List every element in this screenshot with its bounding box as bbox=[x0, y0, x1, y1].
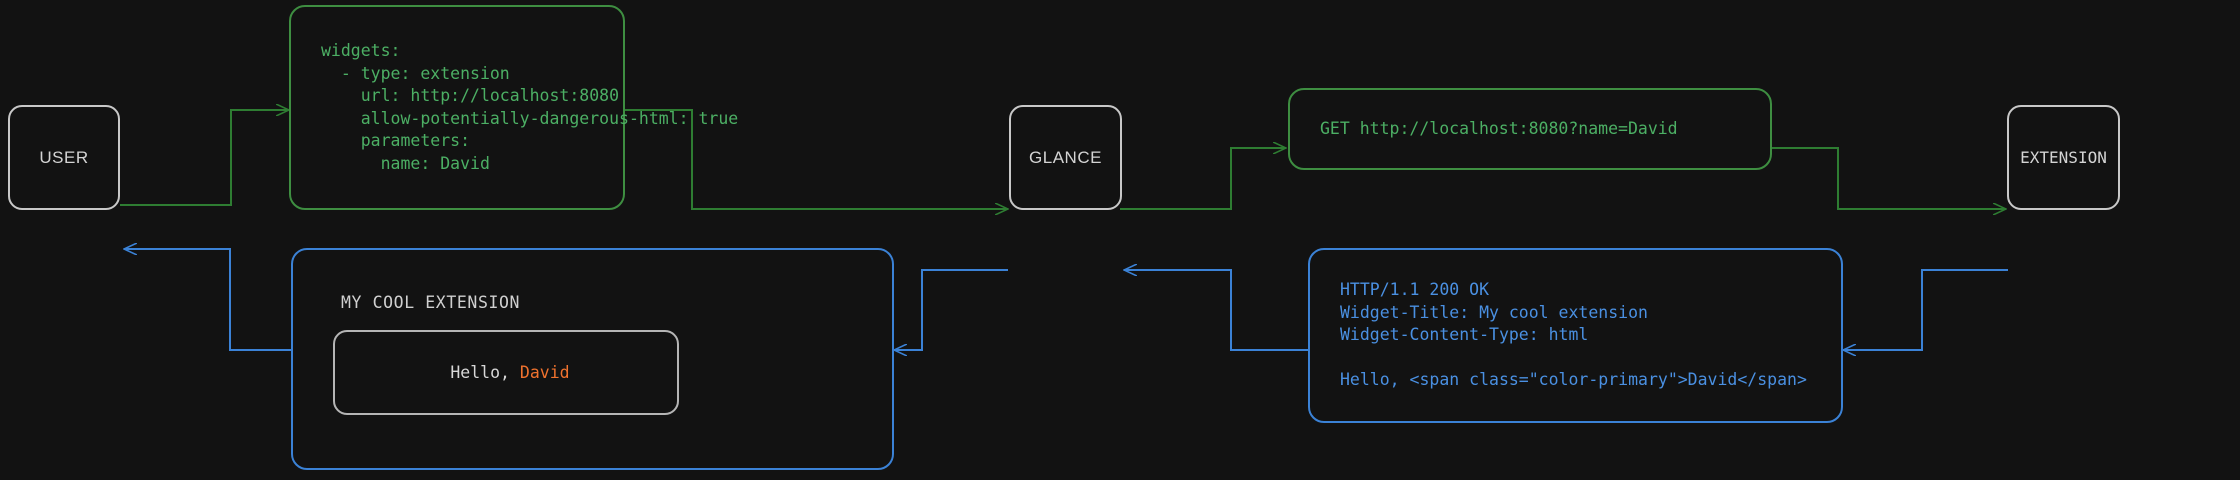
node-glance-label: GLANCE bbox=[1029, 147, 1102, 167]
edge-rendered-widget-to-user bbox=[124, 249, 291, 351]
edge-glance-to-http-request bbox=[1120, 148, 1286, 210]
node-extension-label: EXTENSION bbox=[2020, 148, 2107, 167]
config-yaml-box: widgets: - type: extension url: http://l… bbox=[289, 5, 739, 210]
edge-http-response-to-glance bbox=[1124, 270, 1308, 351]
http-response-box: HTTP/1.1 200 OK Widget-Title: My cool ex… bbox=[1308, 248, 1843, 423]
rendered-widget-card: Hello, David bbox=[333, 330, 679, 415]
greeting-prefix: Hello, bbox=[450, 363, 520, 382]
http-request-text: GET http://localhost:8080?name=David bbox=[1320, 118, 1678, 138]
rendered-widget-title: MY COOL EXTENSION bbox=[341, 293, 521, 312]
greeting-name: David bbox=[519, 363, 570, 382]
rendered-widget-content: MY COOL EXTENSION Hello, David bbox=[293, 250, 892, 468]
edge-user-to-config bbox=[120, 110, 289, 206]
node-extension[interactable]: EXTENSION bbox=[2007, 105, 2120, 210]
rendered-widget-box: MY COOL EXTENSION Hello, David bbox=[291, 248, 894, 470]
edge-extension-to-http-response bbox=[1843, 269, 2008, 350]
edge-http-request-to-extension bbox=[1772, 147, 2006, 209]
http-response-text: HTTP/1.1 200 OK Widget-Title: My cool ex… bbox=[1340, 280, 1807, 390]
node-user[interactable]: USER bbox=[8, 105, 120, 210]
http-request-box: GET http://localhost:8080?name=David bbox=[1288, 88, 1772, 170]
rendered-widget-greeting: Hello, David bbox=[335, 344, 570, 401]
config-yaml-text: widgets: - type: extension url: http://l… bbox=[321, 41, 739, 173]
edge-glance-to-rendered-widget bbox=[894, 269, 1008, 350]
node-glance[interactable]: GLANCE bbox=[1009, 105, 1122, 210]
node-user-label: USER bbox=[39, 147, 89, 167]
